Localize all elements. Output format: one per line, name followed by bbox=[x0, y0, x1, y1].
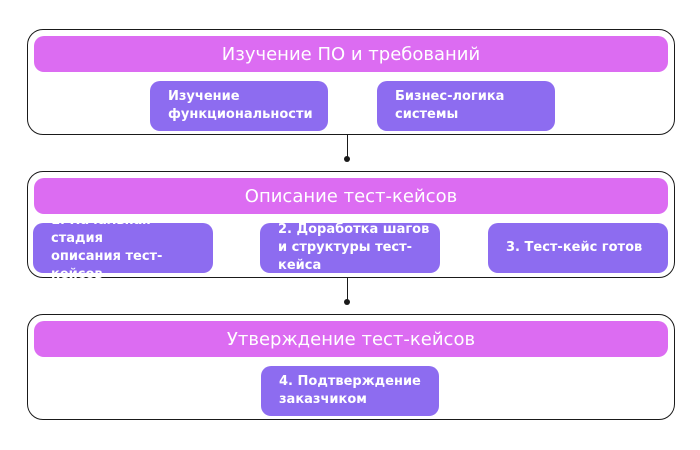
step-study-functionality: Изучение функциональности bbox=[150, 81, 328, 131]
step-refine-structure: 2. Доработка шагов и структуры тест-кейс… bbox=[260, 222, 440, 273]
step-initial-description: 1. Начальная стадия описания тест-кейсов bbox=[33, 213, 213, 282]
stage-title-study: Изучение ПО и требований bbox=[34, 36, 668, 72]
stage-panel-approval: Утверждение тест-кейсов 4. Подтверждение… bbox=[27, 314, 675, 420]
connector-line-1 bbox=[346, 135, 348, 159]
stage-panel-study: Изучение ПО и требований Изучение функци… bbox=[27, 29, 675, 135]
stage-panel-description: Описание тест-кейсов 1. Начальная стадия… bbox=[27, 171, 675, 282]
stage-title-approval: Утверждение тест-кейсов bbox=[34, 321, 668, 357]
connector-dot-2 bbox=[344, 299, 350, 305]
step-test-case-ready: 3. Тест-кейс готов bbox=[488, 223, 668, 273]
connector-dot-1 bbox=[344, 156, 350, 162]
step-customer-approval: 4. Подтверждение заказчиком bbox=[261, 366, 439, 416]
connector-line-2 bbox=[346, 278, 348, 302]
stage-title-description: Описание тест-кейсов bbox=[34, 178, 668, 214]
step-business-logic: Бизнес-логика системы bbox=[377, 81, 555, 131]
